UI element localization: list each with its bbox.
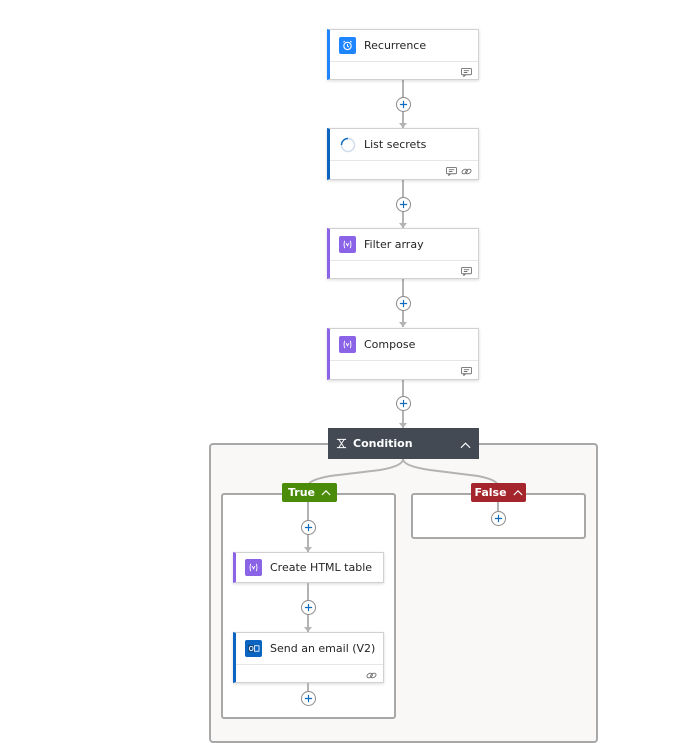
plus-icon: [304, 603, 313, 612]
comment-icon[interactable]: [461, 62, 472, 81]
insert-step-button[interactable]: [301, 691, 316, 706]
connector-arrow: [304, 627, 312, 632]
alarm-clock-icon: [339, 37, 356, 54]
plus-icon: [494, 514, 503, 523]
filter-array-footer: [330, 261, 478, 280]
connector-arrow: [304, 547, 312, 552]
connection-link-icon[interactable]: [366, 665, 377, 684]
send-email-footer: [236, 665, 383, 684]
condition-title: Condition: [353, 437, 413, 450]
list-secrets-title: List secrets: [364, 138, 427, 151]
variable-icon: [339, 236, 356, 253]
plus-icon: [399, 200, 408, 209]
insert-step-button[interactable]: [301, 600, 316, 615]
compose-title: Compose: [364, 338, 416, 351]
recurrence-header[interactable]: Recurrence: [330, 30, 478, 62]
connector-arrow: [399, 123, 407, 128]
true-label-text: True: [287, 486, 315, 499]
variable-icon: [245, 559, 262, 576]
send-email-title: Send an email (V2): [270, 642, 376, 655]
connector-line: [497, 502, 499, 511]
compose-card[interactable]: Compose: [327, 328, 479, 380]
filter-array-header[interactable]: Filter array: [330, 229, 478, 261]
connector-arrow: [399, 322, 407, 327]
filter-array-card[interactable]: Filter array: [327, 228, 479, 279]
chevron-up-icon[interactable]: [321, 486, 331, 499]
recurrence-title: Recurrence: [364, 39, 427, 52]
condition-icon: [336, 434, 347, 453]
false-label-text: False: [474, 486, 507, 499]
list-secrets-card[interactable]: List secrets: [327, 128, 479, 180]
comment-icon[interactable]: [461, 361, 472, 380]
create-html-table-title: Create HTML table: [270, 561, 373, 574]
insert-step-button[interactable]: [396, 396, 411, 411]
loading-spinner-icon: [339, 136, 356, 153]
chevron-up-icon[interactable]: [512, 486, 523, 499]
true-branch-label[interactable]: True: [282, 483, 337, 502]
send-email-card[interactable]: Send an email (V2): [233, 632, 384, 683]
compose-footer: [330, 361, 478, 380]
plus-icon: [399, 100, 408, 109]
comment-icon[interactable]: [446, 161, 457, 180]
filter-array-title: Filter array: [364, 238, 424, 251]
create-html-table-header[interactable]: Create HTML table: [236, 553, 383, 582]
insert-step-button[interactable]: [396, 197, 411, 212]
branch-connectors: [307, 458, 499, 487]
create-html-table-card[interactable]: Create HTML table: [233, 552, 384, 583]
list-secrets-header[interactable]: List secrets: [330, 129, 478, 161]
false-branch-label[interactable]: False: [471, 483, 526, 502]
plus-icon: [304, 523, 313, 532]
plus-icon: [399, 299, 408, 308]
chevron-up-icon[interactable]: [460, 434, 471, 453]
outlook-icon: [245, 640, 262, 657]
compose-header[interactable]: Compose: [330, 329, 478, 361]
plus-icon: [304, 694, 313, 703]
variable-icon: [339, 336, 356, 353]
connector-arrow: [399, 423, 407, 428]
comment-icon[interactable]: [461, 261, 472, 280]
condition-header[interactable]: Condition: [328, 428, 479, 459]
plus-icon: [399, 399, 408, 408]
list-secrets-footer: [330, 161, 478, 180]
insert-step-button[interactable]: [396, 296, 411, 311]
insert-step-button[interactable]: [301, 520, 316, 535]
connection-link-icon[interactable]: [461, 161, 472, 180]
recurrence-footer: [330, 62, 478, 81]
connector-line: [307, 683, 309, 691]
insert-step-button[interactable]: [396, 97, 411, 112]
send-email-header[interactable]: Send an email (V2): [236, 633, 383, 665]
recurrence-card[interactable]: Recurrence: [327, 29, 479, 80]
insert-step-button[interactable]: [491, 511, 506, 526]
connector-arrow: [399, 223, 407, 228]
